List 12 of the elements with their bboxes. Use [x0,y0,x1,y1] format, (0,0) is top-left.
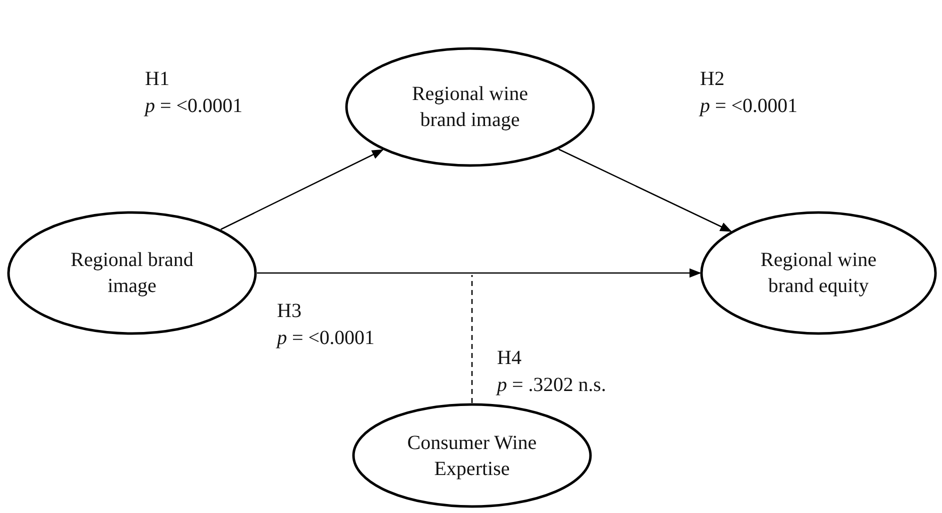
construct-ellipse [345,47,595,167]
node-text: Regional wine brand image [410,82,530,133]
node-text: Regional brand image [70,248,194,299]
node-text: Consumer Wine Expertise [406,430,538,482]
node-text: Regional wine brand equity [759,248,878,299]
arrow [558,148,732,232]
dashed-line [471,275,473,403]
construct-ellipse [7,211,257,335]
arrow [257,268,702,278]
construct-ellipse [352,403,592,508]
arrow [220,149,384,230]
construct-ellipse [700,211,937,335]
